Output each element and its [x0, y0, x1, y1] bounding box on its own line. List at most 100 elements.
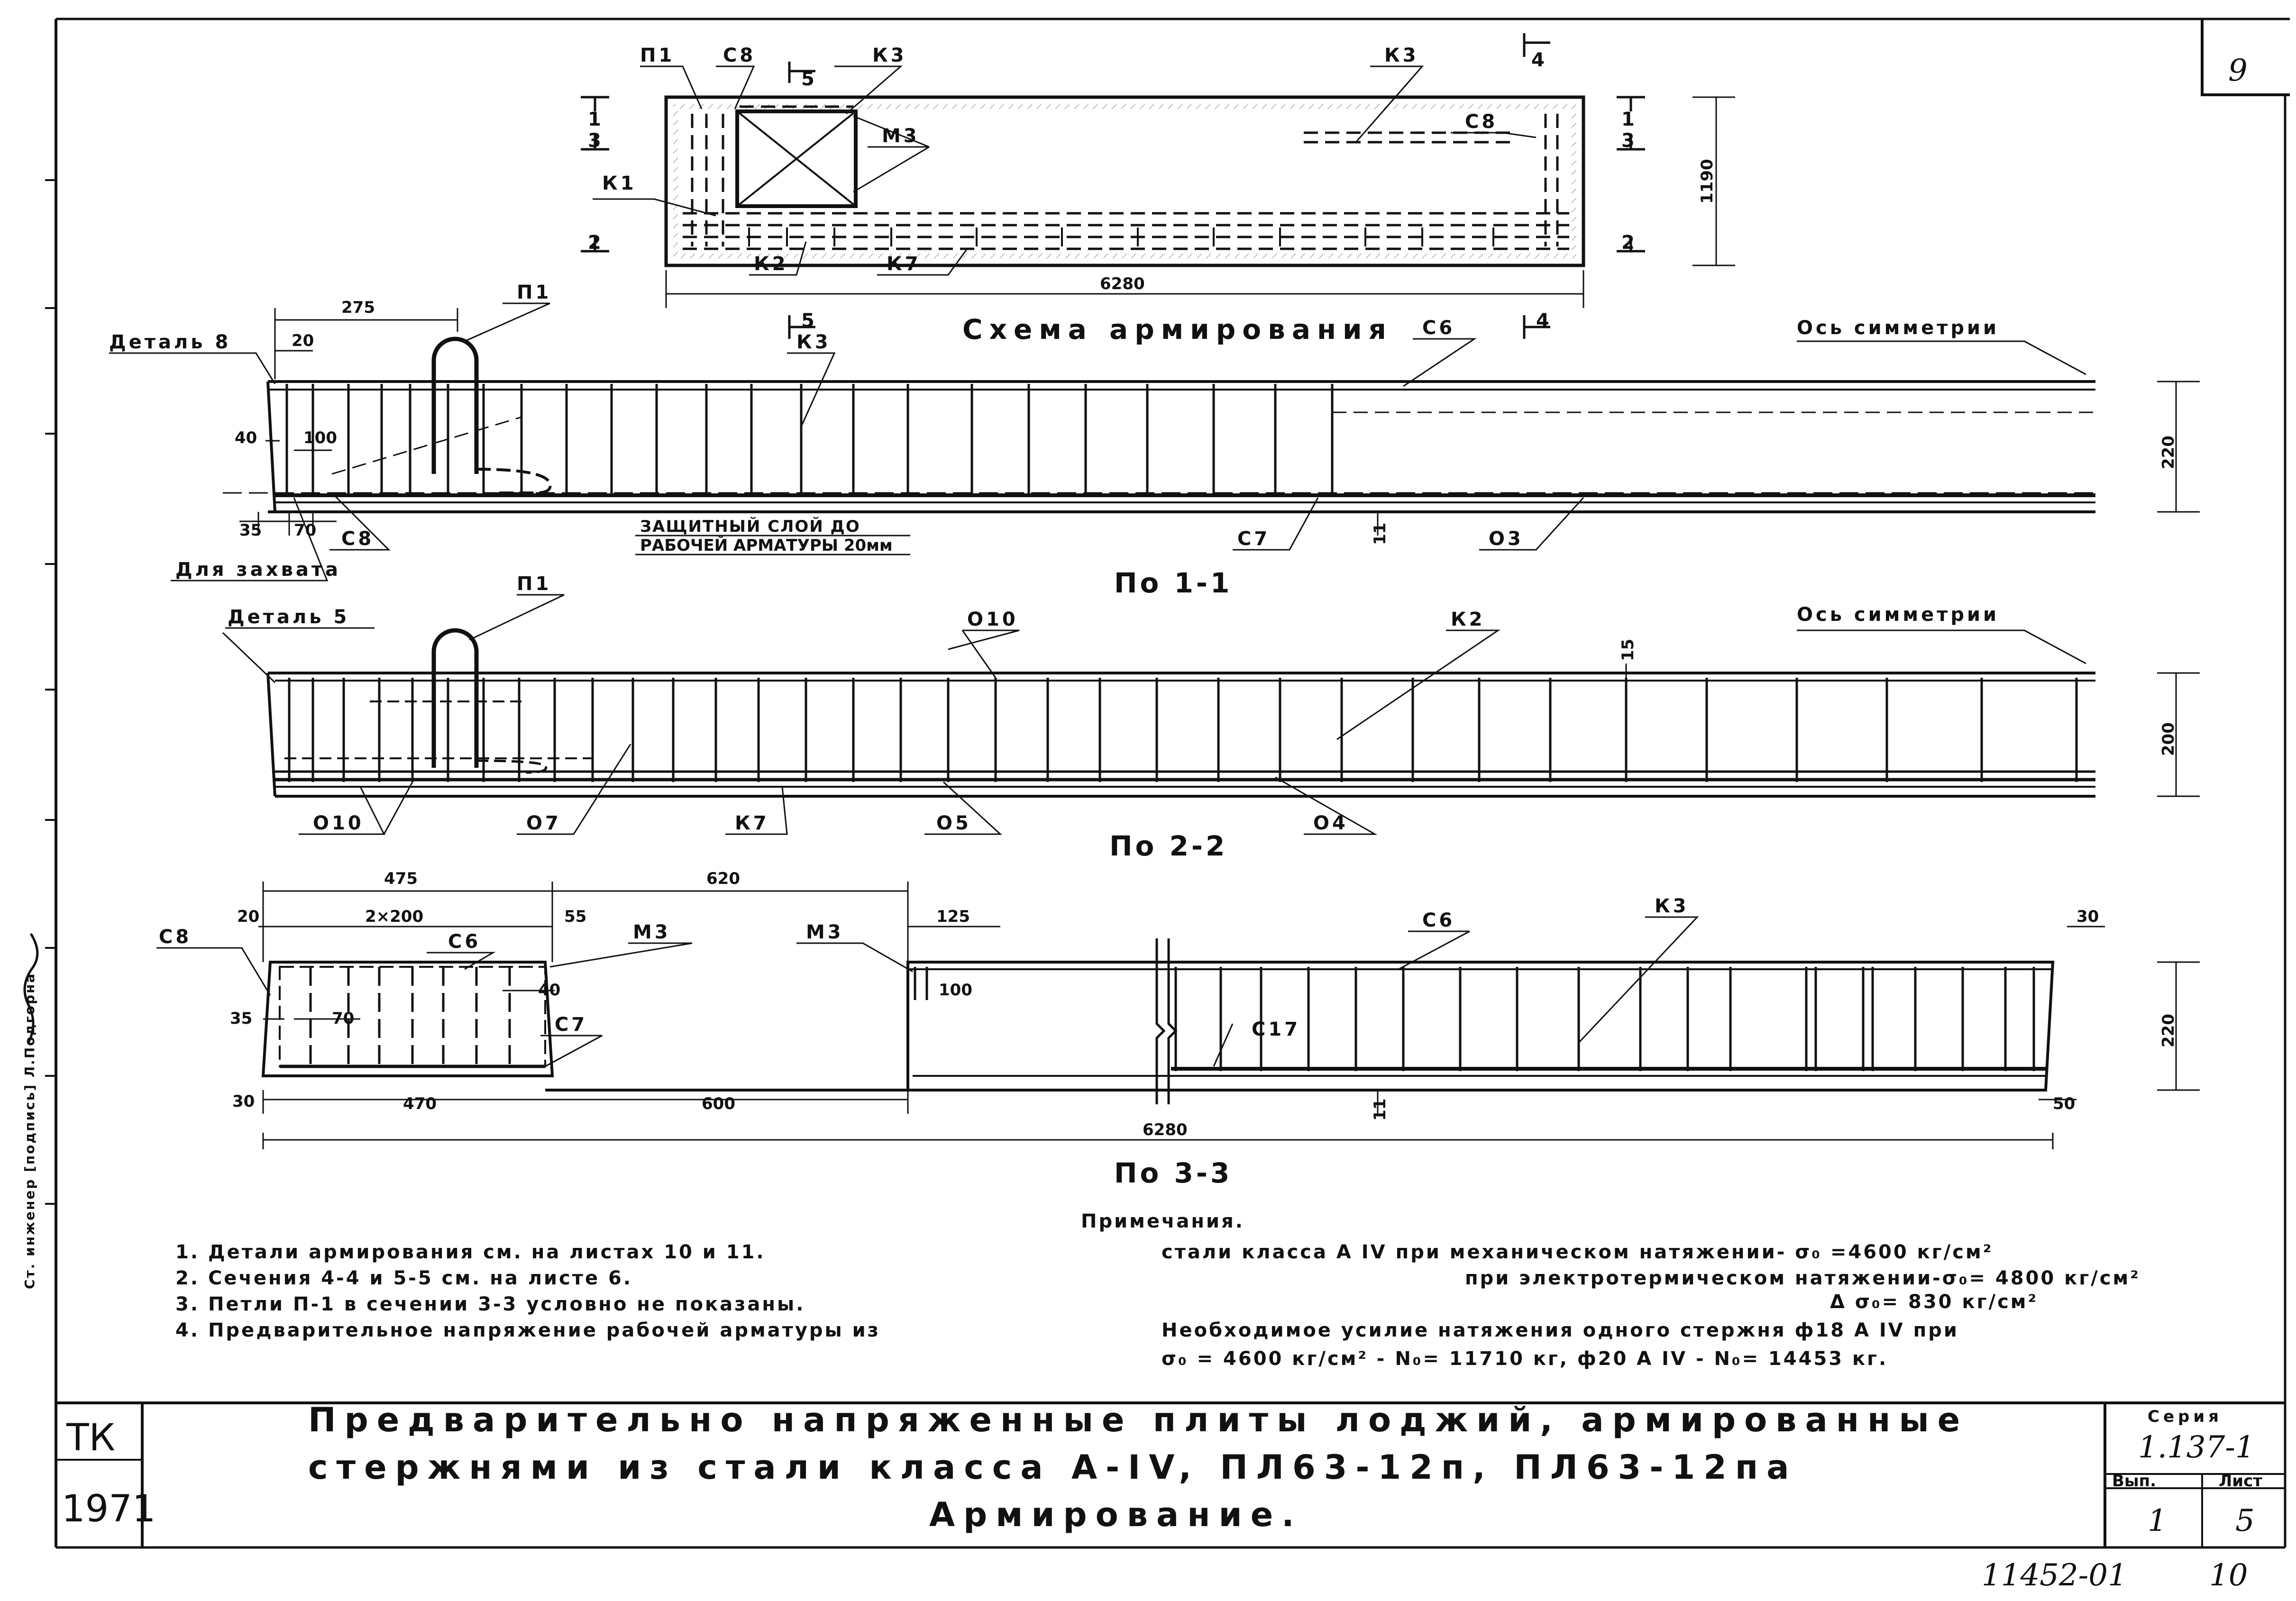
- s1-label-c6: С6: [1422, 317, 1455, 339]
- notes-title: Примечания.: [1081, 1210, 1244, 1232]
- s3-dim-40: 40: [538, 981, 560, 1000]
- note-3: 3. Петли П-1 в сечении 3-3 условно не по…: [175, 1293, 805, 1315]
- s1-label-k3: К3: [796, 331, 831, 353]
- s1-dim-40: 40: [235, 428, 257, 447]
- s1-dim-220: 220: [2159, 436, 2178, 469]
- scheme-label-c8-top: С8: [723, 45, 756, 66]
- note-right-2: при электротермическом натяжении-σ₀= 480…: [1465, 1267, 2140, 1289]
- scheme-label-p1: П1: [640, 45, 675, 66]
- s3-dim-20: 20: [237, 907, 259, 926]
- s3-dim-30: 30: [232, 1092, 255, 1111]
- section-2-2: 15 200 Деталь 5 П1 О10 К2 Ось симметрии …: [222, 573, 2200, 862]
- org-code: ТК: [66, 1417, 115, 1459]
- section-mark-5-top: 5: [801, 68, 817, 90]
- s3-dim-125: 125: [936, 907, 970, 926]
- s2-label-o7: О7: [526, 812, 561, 834]
- note-4: 4. Предварительное напряжение рабочей ар…: [175, 1319, 880, 1341]
- note-2: 2. Сечения 4-4 и 5-5 см. на листе 6.: [175, 1267, 632, 1289]
- s3-label-m3-left: М3: [633, 921, 671, 943]
- scheme-dim-height: 1190: [1698, 159, 1717, 204]
- sheet-number: 9: [2228, 53, 2248, 88]
- scheme-label-k3-left: К3: [872, 45, 907, 66]
- s1-dim-275: 275: [341, 298, 375, 317]
- s3-dim-50: 50: [2053, 1094, 2075, 1113]
- scheme-label-c8-right: С8: [1465, 111, 1498, 133]
- s1-dim-100: 100: [303, 428, 337, 447]
- s2-label-axis: Ось симметрии: [1797, 604, 1999, 626]
- s1-label-p1: П1: [517, 282, 551, 303]
- year: 1971: [62, 1488, 156, 1530]
- s1-label-detail8: Деталь 8: [109, 331, 231, 353]
- s2-label-k7: К7: [735, 812, 769, 834]
- sheet-value: 5: [2235, 1503, 2255, 1538]
- s1-label-grip: Для захвата: [175, 559, 341, 581]
- note-right-4: Необходимое усилие натяжения одного стер…: [1162, 1319, 1959, 1341]
- s3-dim-35: 35: [230, 1009, 252, 1028]
- s3-dim-55: 55: [564, 907, 586, 926]
- sheet-label: Лист: [2219, 1472, 2262, 1491]
- section-1-1: ЗАЩИТНЫЙ СЛОЙ ДО РАБОЧЕЙ АРМАТУРЫ 20мм: [109, 282, 2200, 599]
- section-3-3: С8 С6 М3 С7 М3 С6 К3 С17 475 620 20 2×20…: [156, 869, 2200, 1189]
- notes: Примечания. 1. Детали армирования см. на…: [175, 1210, 2140, 1370]
- s1-label-o3: О3: [1489, 528, 1524, 550]
- s3-dim-620: 620: [706, 869, 740, 888]
- s1-label-c8: С8: [341, 528, 374, 550]
- s3-label-c6-right: С6: [1422, 910, 1455, 931]
- s3-label-c6-left: С6: [448, 931, 481, 953]
- section-mark-5-bottom: 5: [801, 310, 817, 332]
- archive-number: 11452-01: [1982, 1558, 2127, 1593]
- s1-dim-20: 20: [292, 331, 314, 350]
- s3-label-c8: С8: [159, 926, 192, 948]
- series-label: Серия: [2148, 1407, 2223, 1426]
- s3-dim-70: 70: [332, 1009, 354, 1028]
- s3-dim-6280: 6280: [1143, 1120, 1188, 1139]
- note-1: 1. Детали армирования см. на листах 10 и…: [175, 1241, 766, 1263]
- section-mark-4-top: 4: [1531, 49, 1547, 71]
- s3-label-k3: К3: [1655, 895, 1689, 917]
- s3-label-m3-mid: М3: [806, 921, 844, 943]
- scheme-title: Схема армирования: [962, 313, 1393, 346]
- s1-label-c7: С7: [1237, 528, 1270, 550]
- scheme-label-m3: М3: [882, 125, 920, 147]
- reinforcement-scheme: П1 С8 К3 К3 М3 К1 С8 К2 К7 6280 1190: [581, 33, 1735, 346]
- s2-label-o10-top: О10: [967, 609, 1018, 630]
- section-mark-3-left: 3: [588, 130, 604, 152]
- section-mark-1-left: 1: [588, 109, 604, 130]
- s2-label-o5: О5: [936, 812, 971, 834]
- s2-label-k2: К2: [1451, 609, 1485, 630]
- title-line-2: стержнями из стали класса А-IV, ПЛ63-12п…: [308, 1448, 1797, 1487]
- scheme-dim-length: 6280: [1100, 274, 1145, 293]
- s2-dim-15: 15: [1619, 639, 1637, 661]
- scheme-label-k7: К7: [887, 253, 921, 275]
- title-line-3: Армирование.: [929, 1495, 1303, 1534]
- s3-dim-475: 475: [384, 869, 418, 888]
- sheet-frame: [45, 18, 2290, 1549]
- title-block: [56, 1401, 2285, 1547]
- section-mark-3-right: 3: [1621, 130, 1637, 152]
- s2-label-o4: О4: [1313, 812, 1348, 834]
- s1-dim-35: 35: [239, 521, 262, 540]
- section-mark-2-left: 2: [588, 232, 604, 254]
- s3-dim-470: 470: [403, 1094, 437, 1113]
- page-number: 10: [2209, 1558, 2248, 1593]
- s1-label-axis: Ось симметрии: [1797, 317, 1999, 339]
- section-mark-2-right: 2: [1621, 232, 1637, 254]
- s3-dim-2x200: 2×200: [365, 907, 423, 926]
- section-3-caption: По 3-3: [1114, 1157, 1232, 1189]
- s3-dim-220: 220: [2159, 1014, 2178, 1047]
- s2-dim-200: 200: [2159, 722, 2178, 756]
- s3-dim-100: 100: [939, 981, 972, 1000]
- s3-dim-30-right: 30: [2076, 907, 2099, 926]
- scheme-label-k2: К2: [754, 253, 788, 275]
- s2-label-detail5: Деталь 5: [228, 606, 349, 628]
- s2-label-p1: П1: [517, 573, 551, 595]
- note-right-5: σ₀ = 4600 кг/см² - N₀= 11710 кг, ф20 А I…: [1162, 1348, 1888, 1370]
- note-right-1: стали класса А IV при механическом натяж…: [1162, 1241, 1993, 1263]
- section-mark-1-right: 1: [1621, 109, 1637, 130]
- section-1-caption: По 1-1: [1114, 567, 1232, 599]
- scheme-label-k3-right: К3: [1384, 45, 1419, 66]
- s3-dim-600: 600: [702, 1094, 735, 1113]
- title-line-1: Предварительно напряженные плиты лоджий,…: [308, 1401, 1968, 1439]
- cover-note-line1: ЗАЩИТНЫЙ СЛОЙ ДО: [640, 517, 860, 536]
